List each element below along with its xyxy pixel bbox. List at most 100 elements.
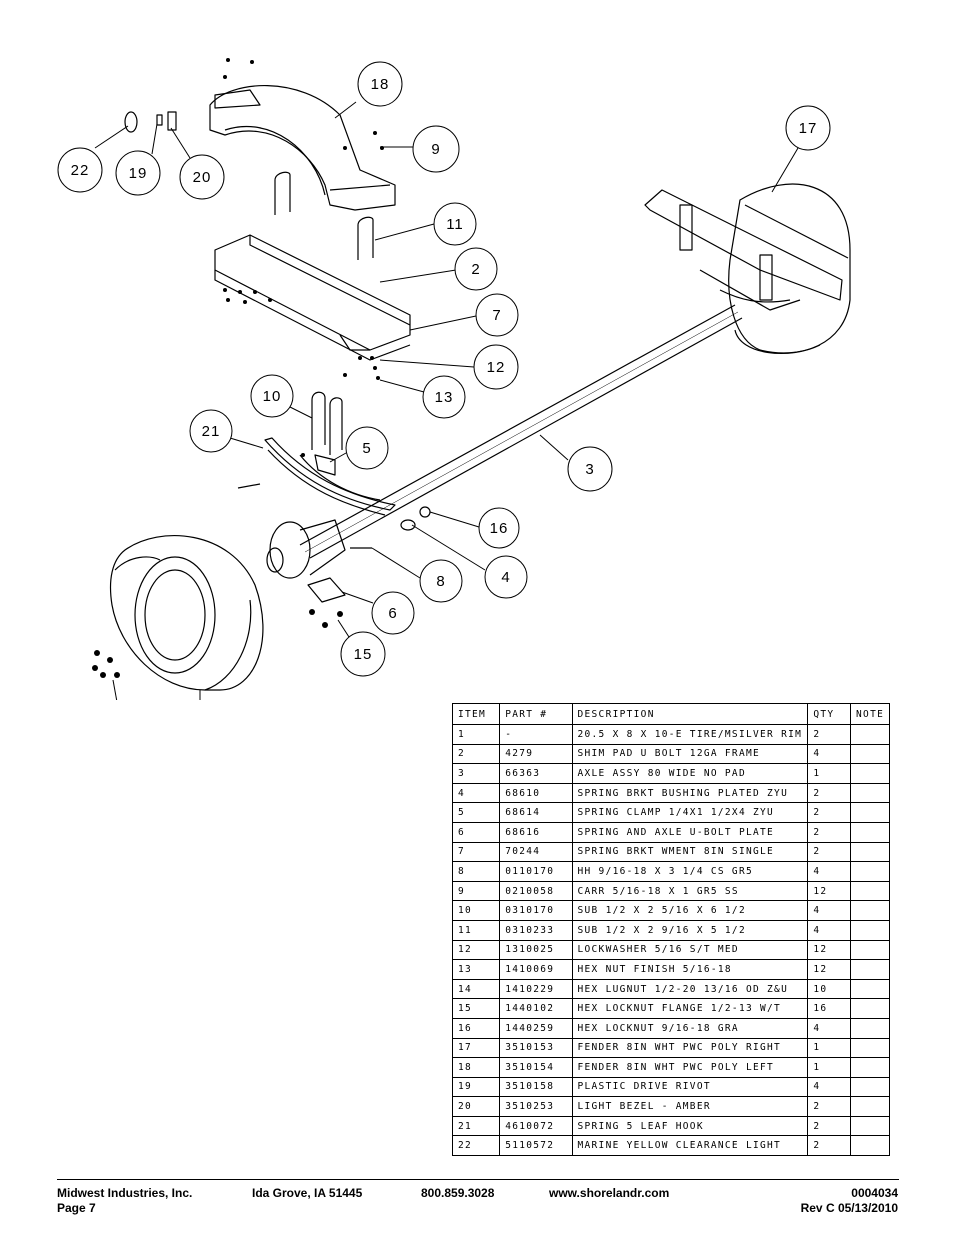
svg-text:5: 5 bbox=[362, 440, 371, 457]
callout-9: 9 bbox=[412, 125, 460, 173]
cell-part: 0310170 bbox=[499, 900, 573, 921]
cell-note bbox=[850, 841, 890, 863]
cell-note bbox=[850, 1115, 890, 1137]
parts-list-table: ITEM PART # DESCRIPTION QTY NOTE 1-20.5 … bbox=[451, 703, 890, 1157]
svg-text:12: 12 bbox=[487, 359, 506, 376]
footer-page: Page 7 bbox=[57, 1201, 96, 1215]
cell-qty: 12 bbox=[807, 959, 852, 980]
callout-8: 8 bbox=[419, 559, 463, 603]
cell-note bbox=[850, 782, 890, 804]
spring-bracket-frame-drawing bbox=[214, 234, 411, 361]
cell-qty: 2 bbox=[807, 821, 852, 843]
cell-item: 3 bbox=[451, 763, 501, 784]
footer-website[interactable]: www.shorelandr.com bbox=[549, 1186, 670, 1200]
cell-part: - bbox=[499, 724, 573, 745]
cell-description: LOCKWASHER 5/16 S/T MED bbox=[571, 939, 809, 961]
cell-qty: 2 bbox=[807, 841, 852, 863]
cell-description: SUB 1/2 X 2 5/16 X 6 1/2 bbox=[571, 900, 809, 921]
right-wheel-fender-drawing bbox=[644, 183, 851, 355]
bushings-drawing bbox=[400, 506, 431, 531]
cell-note bbox=[850, 998, 890, 1019]
cell-note bbox=[850, 743, 890, 765]
svg-text:18: 18 bbox=[371, 76, 390, 93]
cell-description: PLASTIC DRIVE RIVOT bbox=[571, 1076, 809, 1098]
cell-description: FENDER 8IN WHT PWC POLY LEFT bbox=[571, 1057, 809, 1078]
cell-qty: 4 bbox=[807, 919, 852, 941]
clearance-light-parts-drawing bbox=[124, 111, 177, 133]
cell-item: 5 bbox=[451, 802, 501, 823]
cell-note bbox=[850, 1017, 890, 1039]
cell-part: 1410069 bbox=[499, 959, 573, 980]
cell-qty: 10 bbox=[807, 978, 852, 1000]
cell-part: 0210058 bbox=[499, 880, 573, 902]
svg-text:7: 7 bbox=[492, 307, 501, 324]
col-header-part: PART # bbox=[499, 703, 573, 725]
footer-divider bbox=[57, 1179, 899, 1180]
cell-qty: 4 bbox=[807, 1017, 852, 1039]
exploded-parts-diagram: 1 2 3 4 5 6 7 8 9 10 11 12 13 14 15 16 1… bbox=[57, 58, 851, 700]
svg-text:20: 20 bbox=[193, 169, 212, 186]
cell-description: HH 9/16-18 X 3 1/4 CS GR5 bbox=[571, 861, 809, 882]
callout-20: 20 bbox=[179, 154, 225, 200]
cell-note bbox=[850, 978, 890, 1000]
callout-4: 4 bbox=[484, 555, 528, 599]
svg-text:15: 15 bbox=[354, 646, 373, 663]
cell-note bbox=[850, 1037, 890, 1059]
cell-qty: 12 bbox=[807, 880, 852, 902]
svg-text:19: 19 bbox=[129, 165, 148, 182]
cell-part: 68610 bbox=[499, 782, 573, 804]
cell-note bbox=[850, 919, 890, 941]
cell-qty: 4 bbox=[807, 900, 852, 921]
svg-text:17: 17 bbox=[799, 120, 818, 137]
cell-part: 3510253 bbox=[499, 1096, 573, 1117]
cell-description: SPRING CLAMP 1/4X1 1/2X4 ZYU bbox=[571, 802, 809, 823]
cell-description: HEX LOCKNUT FLANGE 1/2-13 W/T bbox=[571, 998, 809, 1019]
cell-item: 7 bbox=[451, 841, 501, 863]
cell-item: 6 bbox=[451, 821, 501, 843]
cell-note bbox=[850, 1076, 890, 1098]
cell-qty: 1 bbox=[807, 763, 852, 784]
hardware-drawing bbox=[92, 58, 384, 678]
left-fender-drawing bbox=[209, 85, 396, 211]
cell-qty: 1 bbox=[807, 1037, 852, 1059]
callout-15: 15 bbox=[340, 631, 386, 677]
cell-part: 3510154 bbox=[499, 1057, 573, 1078]
callout-6: 6 bbox=[371, 591, 415, 635]
cell-item: 1 bbox=[451, 724, 501, 745]
cell-item: 16 bbox=[451, 1017, 501, 1039]
callout-10: 10 bbox=[250, 374, 294, 418]
col-header-qty: QTY bbox=[807, 703, 852, 725]
cell-part: 70244 bbox=[499, 841, 573, 863]
callout-7: 7 bbox=[475, 293, 519, 337]
hub-drawing bbox=[237, 483, 372, 579]
svg-text:22: 22 bbox=[71, 162, 90, 179]
spring-clamp-drawing bbox=[314, 454, 336, 476]
callout-21: 21 bbox=[189, 409, 233, 453]
svg-text:2: 2 bbox=[471, 261, 480, 278]
callout-13: 13 bbox=[422, 375, 466, 419]
cell-note bbox=[850, 724, 890, 745]
cell-part: 66363 bbox=[499, 763, 573, 784]
axle-plate-drawing bbox=[307, 577, 346, 603]
cell-part: 0110170 bbox=[499, 861, 573, 882]
cell-item: 17 bbox=[451, 1037, 501, 1059]
svg-text:9: 9 bbox=[431, 141, 440, 158]
cell-description: SPRING AND AXLE U-BOLT PLATE bbox=[571, 821, 809, 843]
cell-qty: 16 bbox=[807, 998, 852, 1019]
cell-qty: 4 bbox=[807, 1076, 852, 1098]
callout-12: 12 bbox=[473, 344, 519, 390]
cell-qty: 4 bbox=[807, 743, 852, 765]
svg-text:8: 8 bbox=[436, 573, 445, 590]
cell-note bbox=[850, 763, 890, 784]
left-wheel-drawing bbox=[109, 535, 264, 691]
col-header-item: ITEM bbox=[451, 703, 501, 725]
